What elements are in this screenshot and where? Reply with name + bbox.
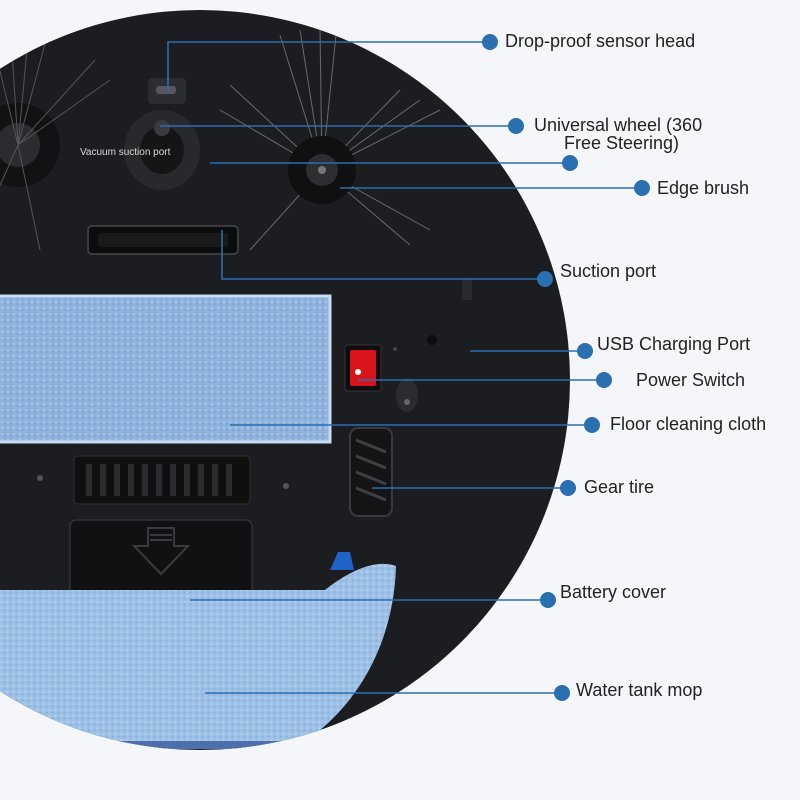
circle-dot-icon — [577, 343, 593, 359]
circle-dot-icon — [554, 685, 570, 701]
usb-charging-port — [427, 335, 437, 345]
blue-clip — [330, 552, 354, 570]
label-power-switch: Power Switch — [636, 370, 746, 390]
circle-dot-icon — [562, 155, 578, 171]
power-switch — [344, 344, 382, 392]
label-vacuum-suction-port: Vacuum suction port — [80, 147, 171, 158]
edge-brush-right — [219, 27, 441, 251]
label-drop-proof-sensor-head: Drop-proof sensor head — [505, 31, 696, 51]
circle-dot-icon — [537, 271, 553, 287]
vent-grille — [73, 455, 251, 505]
label-universal-wheel-line2: Free Steering) — [564, 133, 680, 153]
label-gear-tire: Gear tire — [584, 477, 655, 497]
leader-lines — [160, 41, 642, 694]
gear-tire — [349, 427, 393, 517]
label-floor-cleaning-cloth: Floor cleaning cloth — [610, 414, 767, 434]
label-battery-cover: Battery cover — [560, 582, 667, 602]
circle-dot-icon — [540, 592, 556, 608]
circle-dot-icon — [560, 480, 576, 496]
floor-cleaning-cloth — [0, 296, 330, 442]
universal-wheel — [124, 110, 200, 190]
circle-dot-icon — [596, 372, 612, 388]
edge-brush-left — [0, 17, 111, 251]
circle-dot-icon — [584, 417, 600, 433]
label-water-tank-mop: Water tank mop — [576, 680, 703, 700]
arrow-down-icon — [131, 527, 191, 576]
circle-dot-icon — [634, 180, 650, 196]
label-universal-wheel: Universal wheel (360 — [534, 115, 703, 135]
label-edge-brush: Edge brush — [657, 178, 750, 198]
label-suction-port: Suction port — [560, 261, 657, 281]
water-tank-mop — [0, 563, 396, 745]
callout-dots — [482, 34, 650, 701]
circle-dot-icon — [508, 118, 524, 134]
label-usb-charging-port: USB Charging Port — [597, 334, 751, 354]
circle-dot-icon — [482, 34, 498, 50]
